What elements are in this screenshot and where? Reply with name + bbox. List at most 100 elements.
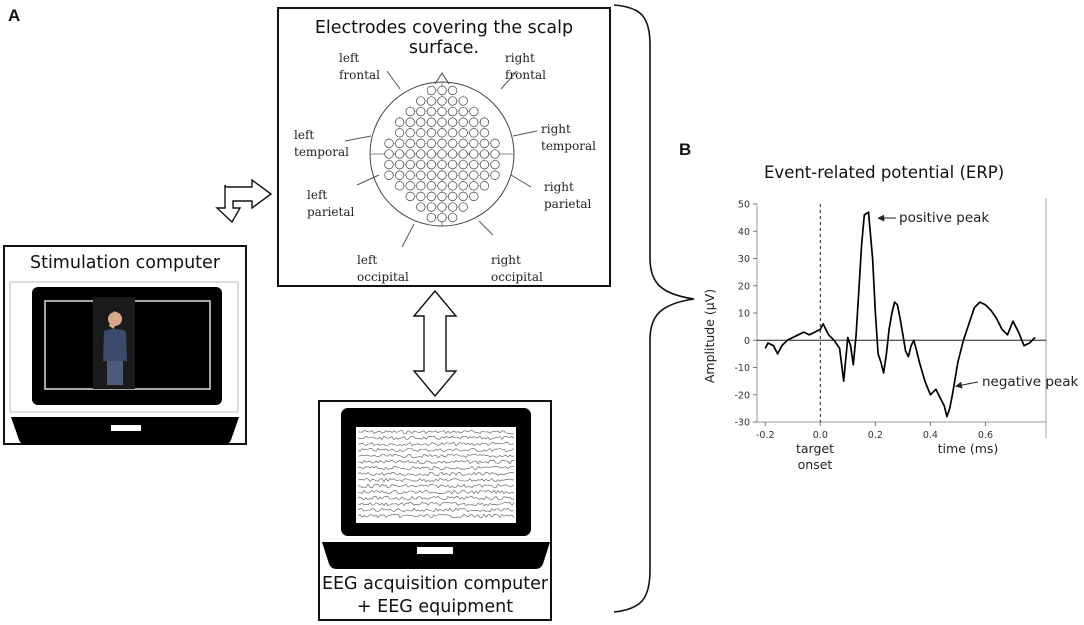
electrode-box: Electrodes covering the scalp surface. l… — [277, 7, 611, 287]
electrode-icon — [469, 117, 479, 127]
eeg-trace — [357, 441, 515, 447]
electrode-icon — [447, 149, 458, 159]
electrode-icon — [458, 96, 468, 106]
electrode-icon — [405, 138, 415, 149]
electrode-icon — [437, 149, 447, 159]
electrode-icon — [458, 149, 468, 159]
electrode-icon — [426, 138, 437, 149]
electrode-icon — [426, 159, 437, 170]
electrode-icon — [447, 85, 458, 96]
eeg-trace — [357, 465, 515, 471]
eeg-trace — [357, 447, 515, 453]
electrode-icon — [384, 170, 394, 180]
electrode-icon — [416, 128, 426, 138]
electrode-icon — [469, 170, 479, 180]
eeg-trace — [357, 453, 515, 459]
electrode-icon — [479, 117, 490, 127]
electrode-icon — [479, 128, 490, 138]
eeg-trace — [357, 513, 515, 519]
electrode-icon — [447, 117, 458, 127]
eeg-trace — [357, 495, 515, 501]
x-axis-label: time (ms) — [938, 441, 999, 456]
electrode-icon — [426, 181, 437, 191]
x-tick-label: 0.2 — [868, 430, 883, 441]
electrode-icon — [416, 191, 426, 202]
electrode-icon — [447, 191, 458, 202]
eeg-box-title-line2: + EEG equipment — [356, 597, 514, 617]
electrode-icon — [479, 170, 490, 180]
eeg-trace — [357, 507, 515, 513]
electrode-icon — [437, 181, 447, 191]
electrode-icon — [469, 106, 479, 117]
electrode-icon — [437, 202, 447, 212]
stimulation-laptop-icon — [9, 281, 239, 445]
electrode-icon — [447, 128, 458, 138]
electrode-icon — [426, 149, 437, 159]
eeg-traces-screen — [356, 427, 516, 523]
electrode-icon — [458, 202, 468, 212]
electrode-icon — [447, 212, 458, 223]
electrode-icon — [394, 159, 405, 170]
vertical-double-arrow-icon — [412, 289, 458, 398]
y-tick-label: 40 — [738, 227, 750, 238]
electrode-icon — [469, 149, 479, 159]
electrode-icon — [426, 85, 437, 96]
electrode-icon — [426, 191, 437, 202]
electrode-icon — [479, 181, 490, 191]
eeg-trace — [357, 477, 515, 483]
electrode-icon — [469, 138, 479, 149]
electrode-icon — [426, 170, 437, 180]
electrode-icon — [447, 202, 458, 212]
x-tick-label: 0.0 — [813, 430, 828, 441]
electrode-icon — [458, 138, 468, 149]
electrode-icon — [447, 159, 458, 170]
electrode-icon — [437, 85, 447, 96]
electrode-icon — [405, 181, 415, 191]
y-tick-label: -20 — [734, 390, 750, 401]
negative-peak-arrow — [954, 381, 979, 389]
electrode-icon — [479, 138, 490, 149]
electrode-icon — [437, 96, 447, 106]
electrode-icon — [426, 96, 437, 106]
electrode-icon — [394, 138, 405, 149]
electrode-icon — [437, 128, 447, 138]
x-tick-label: 0.4 — [923, 430, 938, 441]
electrode-icon — [458, 191, 468, 202]
nose-icon — [434, 72, 450, 85]
electrode-icon — [490, 159, 500, 170]
y-tick-label: 10 — [738, 309, 750, 320]
electrode-icon — [458, 128, 468, 138]
electrode-icon — [416, 159, 426, 170]
eeg-trace — [358, 430, 515, 435]
electrode-icon — [405, 106, 415, 117]
electrode-icon — [458, 170, 468, 180]
electrode-icon — [405, 117, 415, 127]
electrode-icon — [426, 106, 437, 117]
electrode-icon — [458, 106, 468, 117]
electrode-icon — [479, 159, 490, 170]
curly-brace-icon — [613, 4, 695, 613]
electrode-icon — [458, 181, 468, 191]
y-tick-label: 20 — [738, 281, 750, 292]
x-tick-label: -0.2 — [756, 430, 775, 441]
electrode-icon — [469, 159, 479, 170]
elbow-double-arrow-icon — [215, 178, 273, 224]
eeg-box: EEG acquisition computer + EEG equipment — [318, 400, 552, 621]
electrode-icon — [426, 117, 437, 127]
electrode-icon — [458, 117, 468, 127]
electrode-icon — [416, 96, 426, 106]
electrode-icon — [447, 170, 458, 180]
annotation-negative-peak: negative peak — [982, 374, 1078, 390]
erp-series-line — [764, 211, 1036, 418]
onset-label-line1: target — [796, 441, 834, 456]
onset-label-line2: onset — [798, 457, 833, 472]
erp-chart-title: Event-related potential (ERP) — [764, 163, 1005, 182]
y-axis-label: Amplitude (µV) — [702, 289, 717, 383]
erp-chart: Amplitude (µV) time (ms) target onset po… — [702, 198, 1078, 472]
